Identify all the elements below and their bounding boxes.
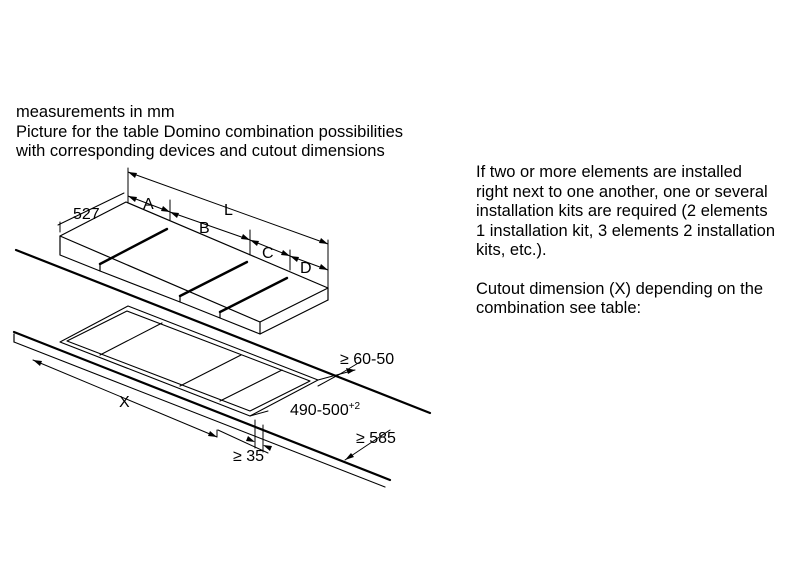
- dimension-arrows: [33, 172, 355, 460]
- depth-527-label: 527: [73, 206, 100, 223]
- header-text: measurements in mm Picture for the table…: [16, 103, 403, 162]
- dimension-a-label: A: [143, 196, 154, 213]
- installation-note: If two or more elements are installed ri…: [476, 163, 776, 338]
- cutout-depth-label: 490-500+2: [290, 401, 361, 419]
- dimension-labels: 527 A B C D L X ≥ 35 490-500+2 ≥ 60-50 ≥…: [73, 196, 396, 465]
- back-gap-label: ≥ 60-50: [340, 351, 394, 368]
- dimension-d-label: D: [300, 260, 312, 277]
- dimension-lines: [32, 167, 391, 461]
- dimension-c-label: C: [262, 245, 274, 262]
- front-gap-label: ≥ 35: [233, 448, 264, 465]
- installation-kit-note: If two or more elements are installed ri…: [476, 163, 775, 259]
- worktop-depth-label: ≥ 585: [356, 430, 396, 447]
- worktop: [12, 248, 432, 488]
- hob-outline: [59, 201, 329, 335]
- picture-caption-line-1: Picture for the table Domino combination…: [16, 122, 404, 141]
- picture-caption-line-2: with corresponding devices and cutout di…: [16, 142, 385, 160]
- cutout-dimension-note: Cutout dimension (X) depending on the co…: [476, 279, 764, 318]
- cutout-depth-tolerance: +2: [349, 401, 361, 412]
- dimension-l-label: L: [224, 202, 233, 219]
- dimension-x-label: X: [119, 394, 130, 411]
- cutout: [59, 305, 319, 417]
- domino-hobs: [59, 201, 329, 335]
- dimension-b-label: B: [199, 220, 210, 237]
- measurements-note: measurements in mm: [16, 103, 175, 121]
- hob-divider-lines: [98, 227, 289, 314]
